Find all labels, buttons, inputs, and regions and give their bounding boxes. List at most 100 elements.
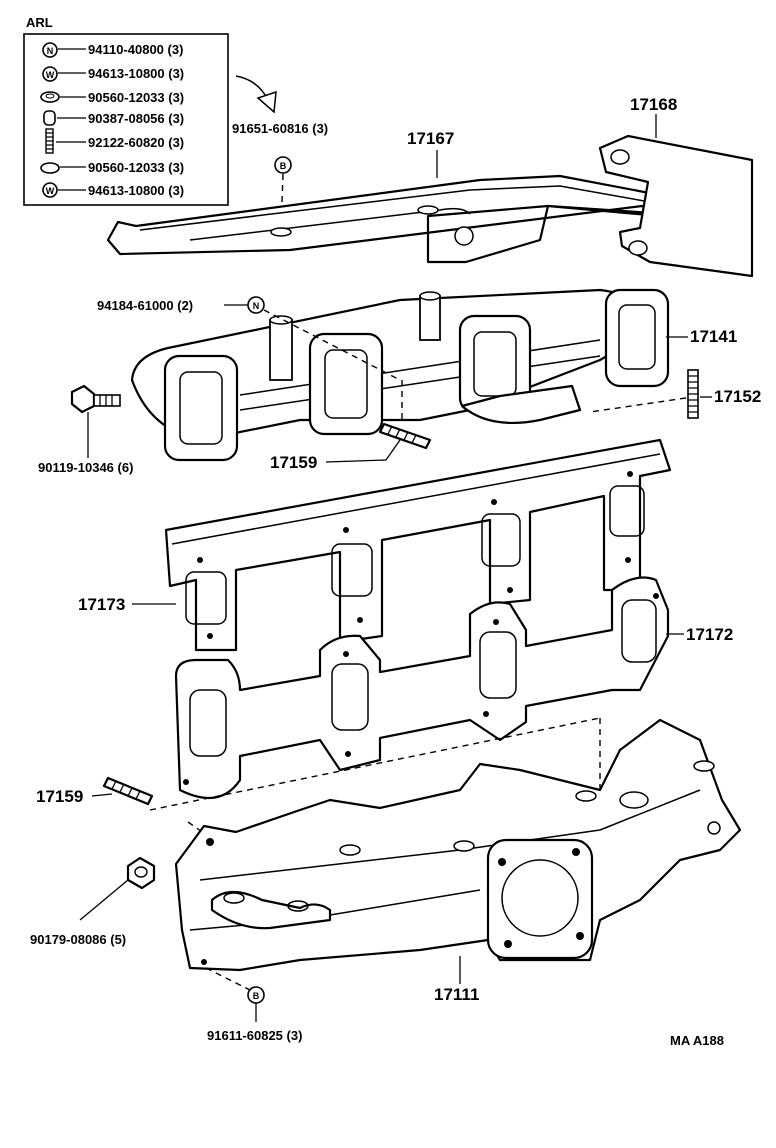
bolt-hole-icon [201, 959, 207, 965]
callout-91651-symbol: B [280, 161, 287, 171]
arl-part-4: 92122-60820 (3) [88, 135, 184, 150]
callout-17159-upper: 17159 [270, 453, 317, 472]
callout-91651: 91651-60816 (3) [232, 121, 328, 136]
bolt-hole-icon [576, 932, 584, 940]
pipe-tube [239, 339, 601, 396]
stud-boss [453, 840, 475, 852]
pipe-outlet-flange [460, 384, 582, 425]
insulator-body [106, 174, 670, 264]
collar-icon [40, 162, 60, 174]
bolt-hole-icon [454, 226, 474, 246]
leader-line [91, 793, 113, 797]
gasket-17172 [174, 576, 670, 800]
callout-17167: 17167 [407, 129, 454, 148]
leader-line [325, 459, 387, 463]
gasket-hole-icon [207, 633, 213, 639]
alignment-line [205, 967, 251, 991]
gasket-hole-icon [493, 619, 499, 625]
gasket-hole-icon [183, 779, 189, 785]
gasket-hole-icon [343, 651, 349, 657]
alignment-line [263, 309, 401, 381]
bolt-shank-icon [93, 394, 121, 407]
arl-part-3: 90387-08056 (3) [88, 111, 184, 126]
arl-frame [23, 33, 229, 206]
callout-90119: 90119-10346 (6) [38, 460, 133, 475]
bolt-head-icon [70, 384, 96, 414]
pipe-flange [458, 314, 532, 414]
gasket-hole-icon [197, 557, 203, 563]
pipe-tube [239, 355, 601, 411]
thread-icon [46, 132, 53, 150]
gasket-hole-icon [653, 593, 659, 599]
gasket-hole-icon [507, 587, 513, 593]
nut-n-icon [247, 296, 265, 314]
arl-part-2: 90560-12033 (3) [88, 90, 184, 105]
manifold-outlet-flange [486, 838, 594, 960]
bolt-hole-icon [223, 892, 245, 904]
alignment-line [589, 397, 687, 413]
nut-90179 [126, 856, 156, 890]
gasket-hole-icon [343, 527, 349, 533]
callout-17172: 17172 [686, 625, 733, 644]
insulator-edge [139, 185, 651, 231]
callout-17173: 17173 [78, 595, 125, 614]
exhaust-pipe-17141 [130, 288, 670, 462]
stud-17159-lower [102, 776, 154, 806]
gasket-hole-icon [491, 499, 497, 505]
collar-icon [40, 91, 60, 103]
pipe-flange [604, 288, 670, 388]
arl-title: ARL [26, 15, 53, 30]
stud-icon [102, 776, 154, 806]
manifold-port [619, 791, 649, 809]
thread-icon [111, 780, 141, 800]
bolt-hole-icon [287, 900, 309, 912]
figure-code: MA A188 [670, 1033, 724, 1048]
gasket-body [174, 576, 670, 800]
callout-17111: 17111 [434, 985, 479, 1004]
pipe-boss [419, 295, 441, 341]
arl-part-1: 94613-10800 (3) [88, 66, 184, 81]
bracket-17168 [598, 134, 754, 278]
bolt-b-icon [274, 156, 292, 174]
callout-17168: 17168 [630, 95, 677, 114]
callout-90179: 90179-08086 (5) [30, 932, 126, 947]
gasket-hole-icon [357, 617, 363, 623]
bolt-hole-icon [610, 149, 630, 165]
washer-icon [42, 182, 58, 198]
bolt-90119 [70, 384, 121, 414]
callout-17152: 17152 [714, 387, 761, 406]
manifold-outlet-port [501, 859, 579, 937]
callout-91611: 91611-60825 (3) [207, 1028, 302, 1043]
arl-part-6: 94613-10800 (3) [88, 183, 184, 198]
thread-icon [688, 375, 698, 413]
callout-94184: 94184-61000 (2) [97, 298, 193, 313]
arrow-head-icon [256, 90, 277, 114]
callout-91611-symbol: B [253, 991, 260, 1001]
pipe-flange [163, 354, 239, 462]
bolt-hole-icon [498, 858, 506, 866]
heat-insulator-17167 [106, 174, 670, 264]
bolt-hole-icon [504, 940, 512, 948]
gasket-port [609, 485, 645, 537]
plug-icon [707, 821, 721, 835]
pipe-flange [308, 332, 384, 436]
arl-symbol-6: W [46, 186, 55, 196]
stud-boss [693, 760, 715, 772]
gasket-hole-icon [483, 711, 489, 717]
gasket-hole-icon [627, 471, 633, 477]
nut-icon [42, 42, 58, 58]
gasket-hole-icon [625, 557, 631, 563]
gasket-port [621, 599, 657, 663]
callout-94184-symbol: N [253, 301, 260, 311]
bolt-hole-icon [628, 240, 648, 256]
thread-icon [387, 425, 417, 444]
thread-icon [99, 395, 113, 406]
arl-part-5: 90560-12033 (3) [88, 160, 184, 175]
spacer-icon [43, 110, 56, 126]
gasket-body [164, 438, 672, 652]
gasket-17173 [164, 438, 672, 652]
pipe-boss [269, 319, 293, 381]
callout-17159-lower: 17159 [36, 787, 83, 806]
pipe-boss-top [419, 291, 441, 301]
